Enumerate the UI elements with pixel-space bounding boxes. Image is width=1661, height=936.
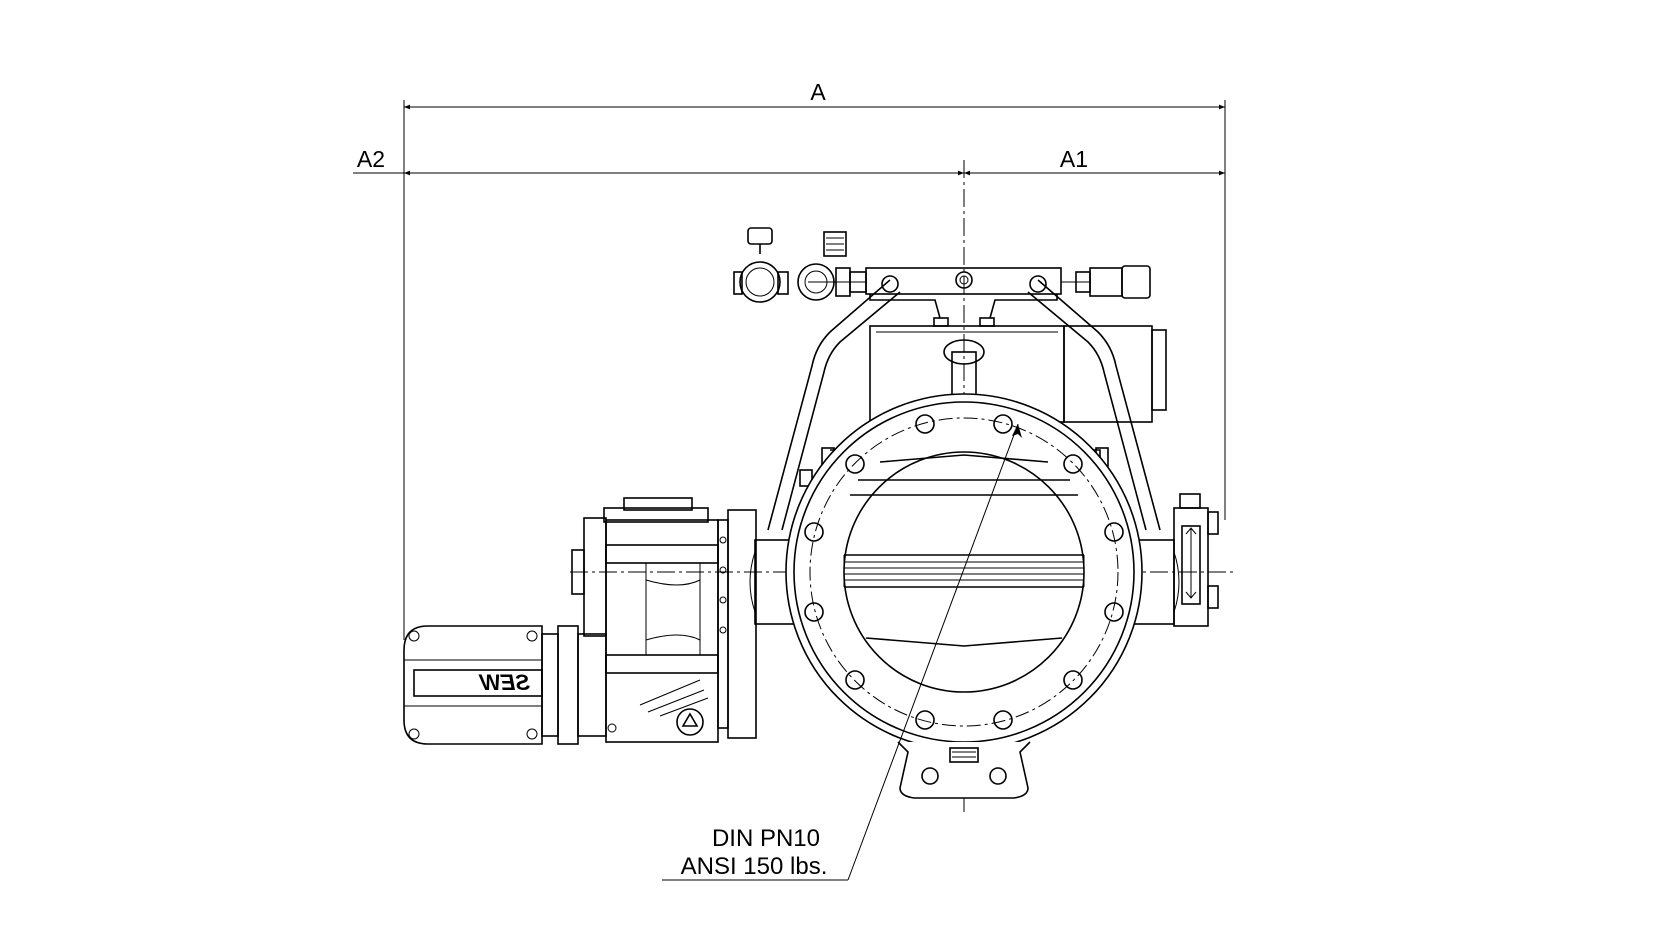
dimension-label-a1: A1	[1060, 146, 1088, 172]
rotor-blades	[843, 454, 1085, 647]
lifting-handle	[767, 275, 1161, 531]
callout-text-din: DIN PN10	[712, 825, 820, 852]
drive-flange-plate	[717, 509, 757, 739]
bottom-foot	[897, 741, 1031, 799]
sew-brand-logo: SEW	[478, 670, 530, 695]
dimension-label-a2: A2	[357, 146, 385, 172]
callout-text-ansi: ANSI 150 lbs.	[681, 853, 828, 880]
regulator-valve	[797, 231, 867, 301]
dimension-label-a: A	[810, 79, 826, 105]
flange-bolt-holes	[804, 414, 1124, 730]
right-fitting	[1075, 265, 1151, 299]
dimension-lines	[353, 100, 1226, 640]
main-flange	[785, 393, 1143, 751]
callout-leader	[662, 423, 1022, 881]
sight-glass-indicator	[1173, 493, 1219, 627]
sew-motor	[403, 625, 607, 745]
pressure-gauge	[733, 227, 789, 303]
gearbox	[571, 497, 719, 743]
